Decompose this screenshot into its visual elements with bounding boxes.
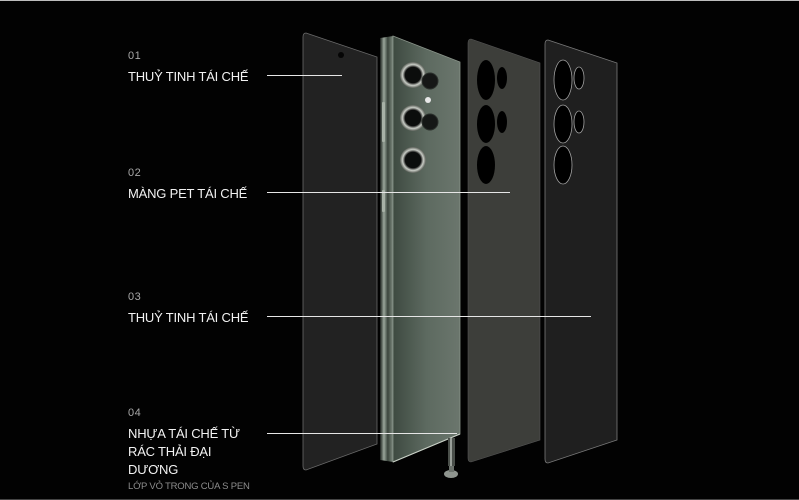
glass-front-panel [302,32,378,471]
punch-hole-icon [338,52,344,58]
layer-title: MÀNG PET TÁI CHẾ [128,186,248,201]
layer-number: 04 [128,407,142,419]
camera-module-icon [400,62,439,173]
leader-line-02 [267,192,510,193]
layer-number: 02 [128,167,142,179]
layer-label-04: 04 NHỰA TÁI CHẾ TỪ RÁC THẢI ĐẠI DƯƠNG LỚ… [128,407,258,492]
layer-label-01: 01 THUỶ TINH TÁI CHẾ [128,50,249,86]
layer-number: 01 [128,50,142,62]
s-pen [444,438,458,478]
layer-number: 03 [128,291,142,303]
top-border [0,0,799,1]
layer-label-02: 02 MÀNG PET TÁI CHẾ [128,167,247,203]
layer-subtitle: LỚP VỎ TRONG CỦA S PEN [128,481,250,492]
leader-line-04 [267,433,457,434]
layer-title: THUỶ TINH TÁI CHẾ [128,69,249,84]
layer-title: THUỶ TINH TÁI CHẾ [128,310,249,325]
layer-title: NHỰA TÁI CHẾ TỪ RÁC THẢI ĐẠI DƯƠNG [128,426,240,477]
phone-body [380,35,461,463]
leader-line-03 [267,316,591,317]
layer-label-03: 03 THUỶ TINH TÁI CHẾ [128,291,249,327]
back-glass-panel [544,39,618,464]
leader-line-01 [267,75,342,76]
pet-film-panel [467,38,541,463]
